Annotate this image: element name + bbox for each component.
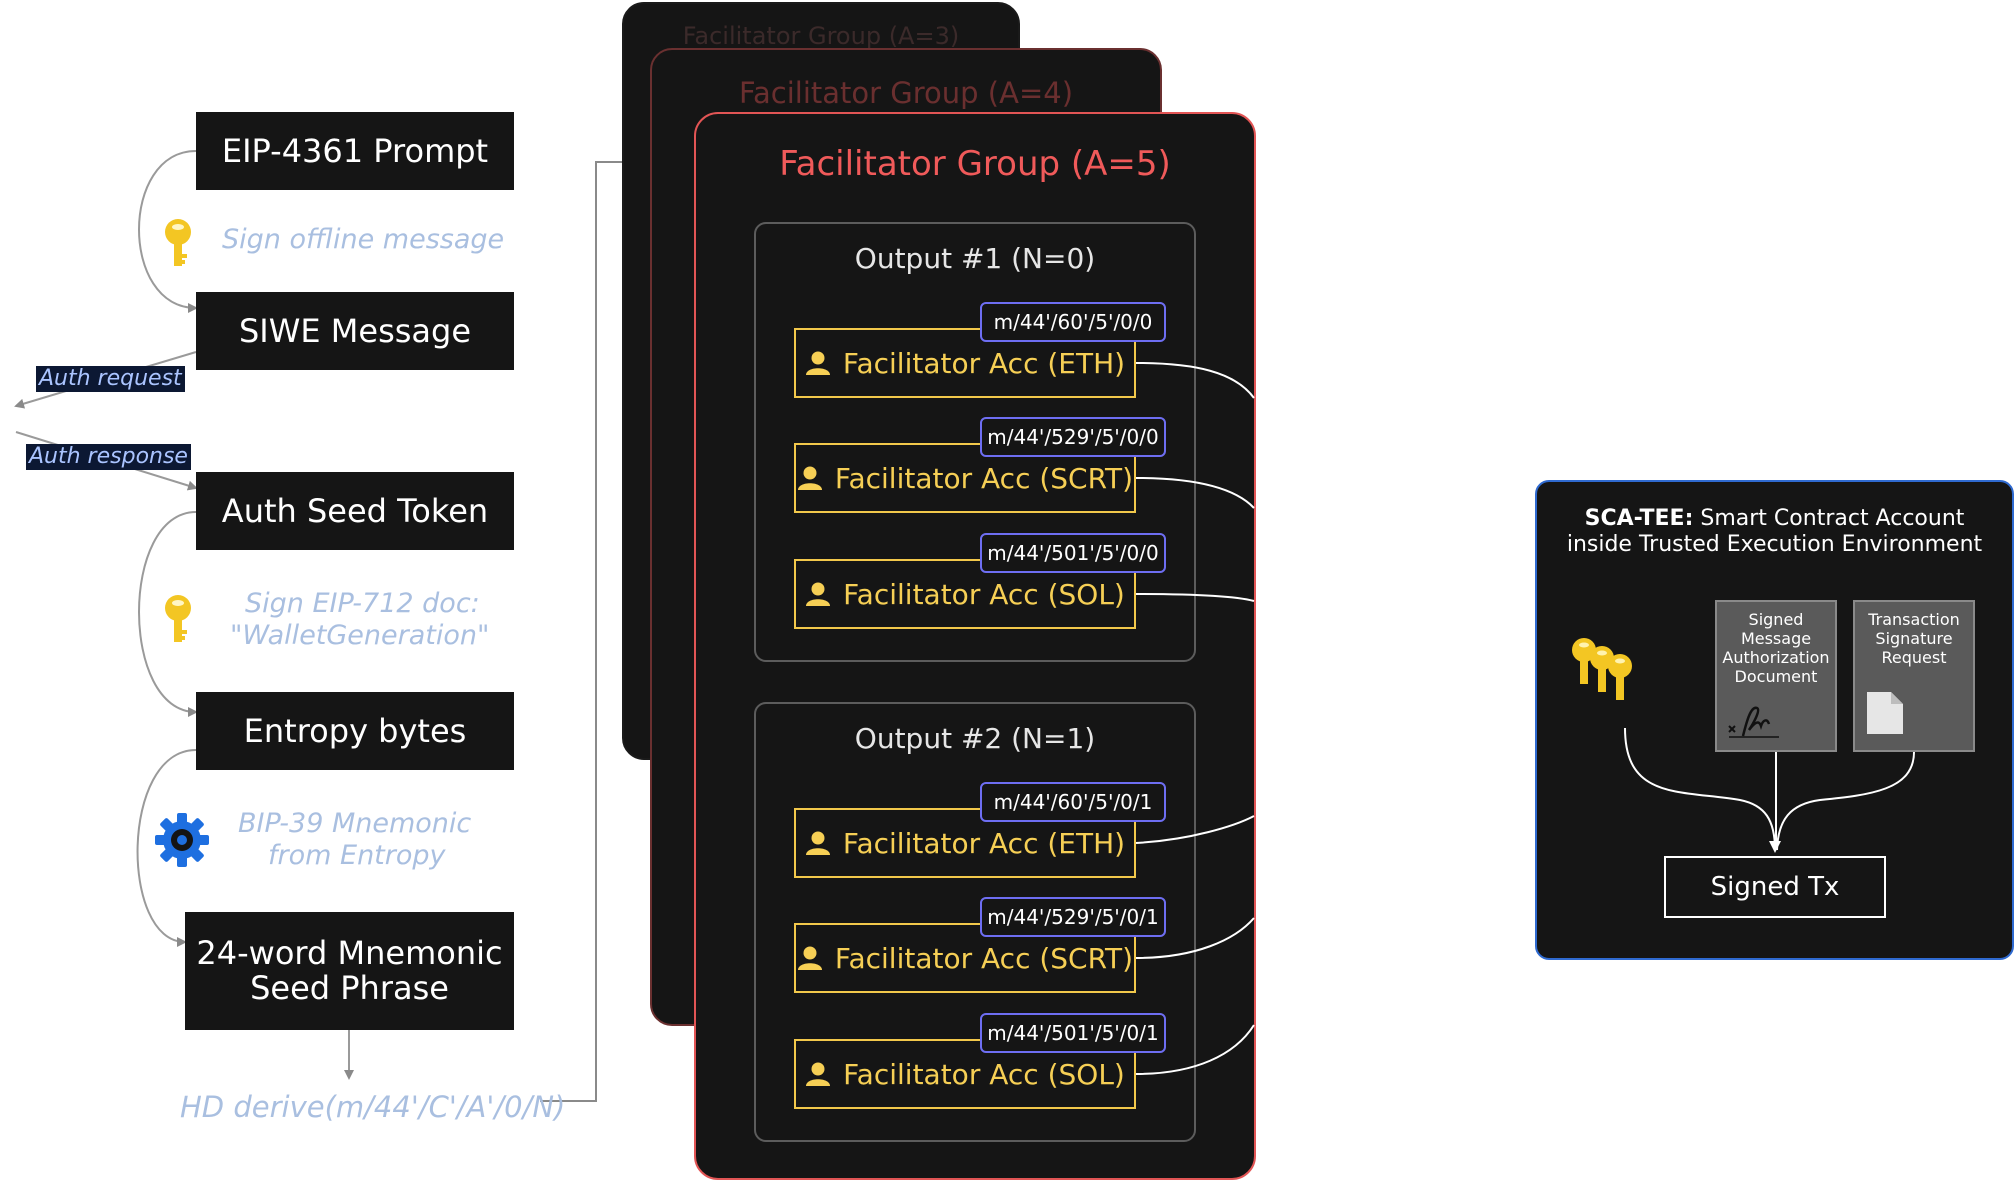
sca-tee-title-bold: SCA-TEE: [1584, 506, 1694, 531]
output-group-title: Output #2 (N=1) [854, 722, 1096, 755]
signed-tx-box: Signed Tx [1664, 856, 1886, 918]
eip4361-prompt-label: EIP-4361 Prompt [221, 131, 489, 170]
facilitator-group-title-a3: Facilitator Group (A=3) [682, 22, 960, 50]
key-icon [165, 595, 191, 642]
sign-eip712-label-line1: Sign EIP-712 doc: [245, 588, 480, 619]
facilitator-group-title-a4: Facilitator Group (A=4) [738, 76, 1074, 110]
auth-response-label: Auth response [26, 444, 191, 470]
derivation-path-tag: m/44'/529'/5'/0/0 [980, 417, 1166, 457]
sign-eip712-label-line2: "WalletGeneration" [230, 620, 490, 651]
sca-tee-title-line2: inside Trusted Execution Environment [1566, 532, 1983, 557]
bip39-label-line2: from Entropy [268, 840, 446, 871]
account-label: Facilitator Acc (ETH) [842, 346, 1126, 380]
mnemonic-label-line1: 24-word Mnemonic [196, 934, 503, 972]
user-icon [806, 1062, 831, 1086]
siwe-message-label: SIWE Message [238, 311, 472, 350]
account-label: Facilitator Acc (SCRT) [834, 461, 1134, 495]
signed-tx-label: Signed Tx [1710, 872, 1840, 902]
hd-derive-label: HD derive(m/44'/C'/A'/0/N) [180, 1090, 566, 1124]
connector-prompt-to-siwe [138, 150, 198, 313]
user-icon [805, 831, 830, 855]
entropy-bytes-box: Entropy bytes [196, 692, 514, 770]
mnemonic-seed-box: 24-word Mnemonic Seed Phrase [185, 912, 514, 1030]
user-icon [797, 466, 822, 490]
derivation-path-tag: m/44'/60'/5'/0/0 [980, 302, 1166, 342]
signature-icon [1728, 706, 1779, 738]
bip39-label-line1: BIP-39 Mnemonic [238, 808, 472, 839]
eip4361-prompt-box: EIP-4361 Prompt [196, 112, 514, 190]
account-label: Facilitator Acc (SCRT) [834, 941, 1134, 975]
siwe-message-box: SIWE Message [196, 292, 514, 370]
account-box: Facilitator Acc (SOL) [794, 1039, 1136, 1109]
signed-message-doc: Signed Message Authorization Document [1715, 600, 1837, 752]
sca-tee-title: SCA-TEE: Smart Contract Account inside T… [1537, 506, 2012, 558]
doc1-line2: Message [1740, 629, 1812, 648]
auth-request-label: Auth request [36, 366, 185, 392]
doc2-line1: Transaction [1868, 610, 1960, 629]
user-icon [806, 582, 831, 606]
transaction-signature-doc: Transaction Signature Request [1853, 600, 1975, 752]
document-icon [1867, 692, 1903, 734]
derivation-path-tag: m/44'/501'/5'/0/0 [980, 533, 1166, 573]
account-box: Facilitator Acc (SOL) [794, 559, 1136, 629]
doc1-line1: Signed [1748, 610, 1804, 629]
entropy-bytes-label: Entropy bytes [243, 711, 467, 750]
connector-entropy-to-mnemonic [136, 749, 197, 947]
doc2-line2: Signature [1875, 629, 1953, 648]
mnemonic-label-line2: Seed Phrase [250, 969, 449, 1007]
sign-offline-label: Sign offline message [222, 224, 505, 255]
doc2-line3: Request [1881, 648, 1947, 667]
keys-icon [1572, 638, 1632, 700]
connector-token-to-entropy [138, 511, 198, 717]
key-icon [165, 219, 191, 266]
derivation-path-tag: m/44'/529'/5'/0/1 [980, 897, 1166, 937]
derivation-path-tag: m/44'/60'/5'/0/1 [980, 782, 1166, 822]
sca-tee-title-rest: Smart Contract Account [1693, 506, 1965, 531]
gear-icon [155, 813, 209, 867]
doc1-line3: Authorization [1722, 648, 1830, 667]
facilitator-group-title-a5: Facilitator Group (A=5) [779, 144, 1171, 184]
auth-seed-token-box: Auth Seed Token [196, 472, 514, 550]
user-icon [805, 351, 830, 375]
auth-seed-token-label: Auth Seed Token [221, 491, 489, 530]
doc1-line4: Document [1734, 667, 1818, 686]
derivation-path-tag: m/44'/501'/5'/0/1 [980, 1013, 1166, 1053]
user-icon [797, 946, 822, 970]
output-group-title: Output #1 (N=0) [854, 242, 1096, 275]
account-label: Facilitator Acc (SOL) [843, 1057, 1125, 1091]
account-label: Facilitator Acc (ETH) [842, 826, 1126, 860]
account-label: Facilitator Acc (SOL) [843, 577, 1125, 611]
